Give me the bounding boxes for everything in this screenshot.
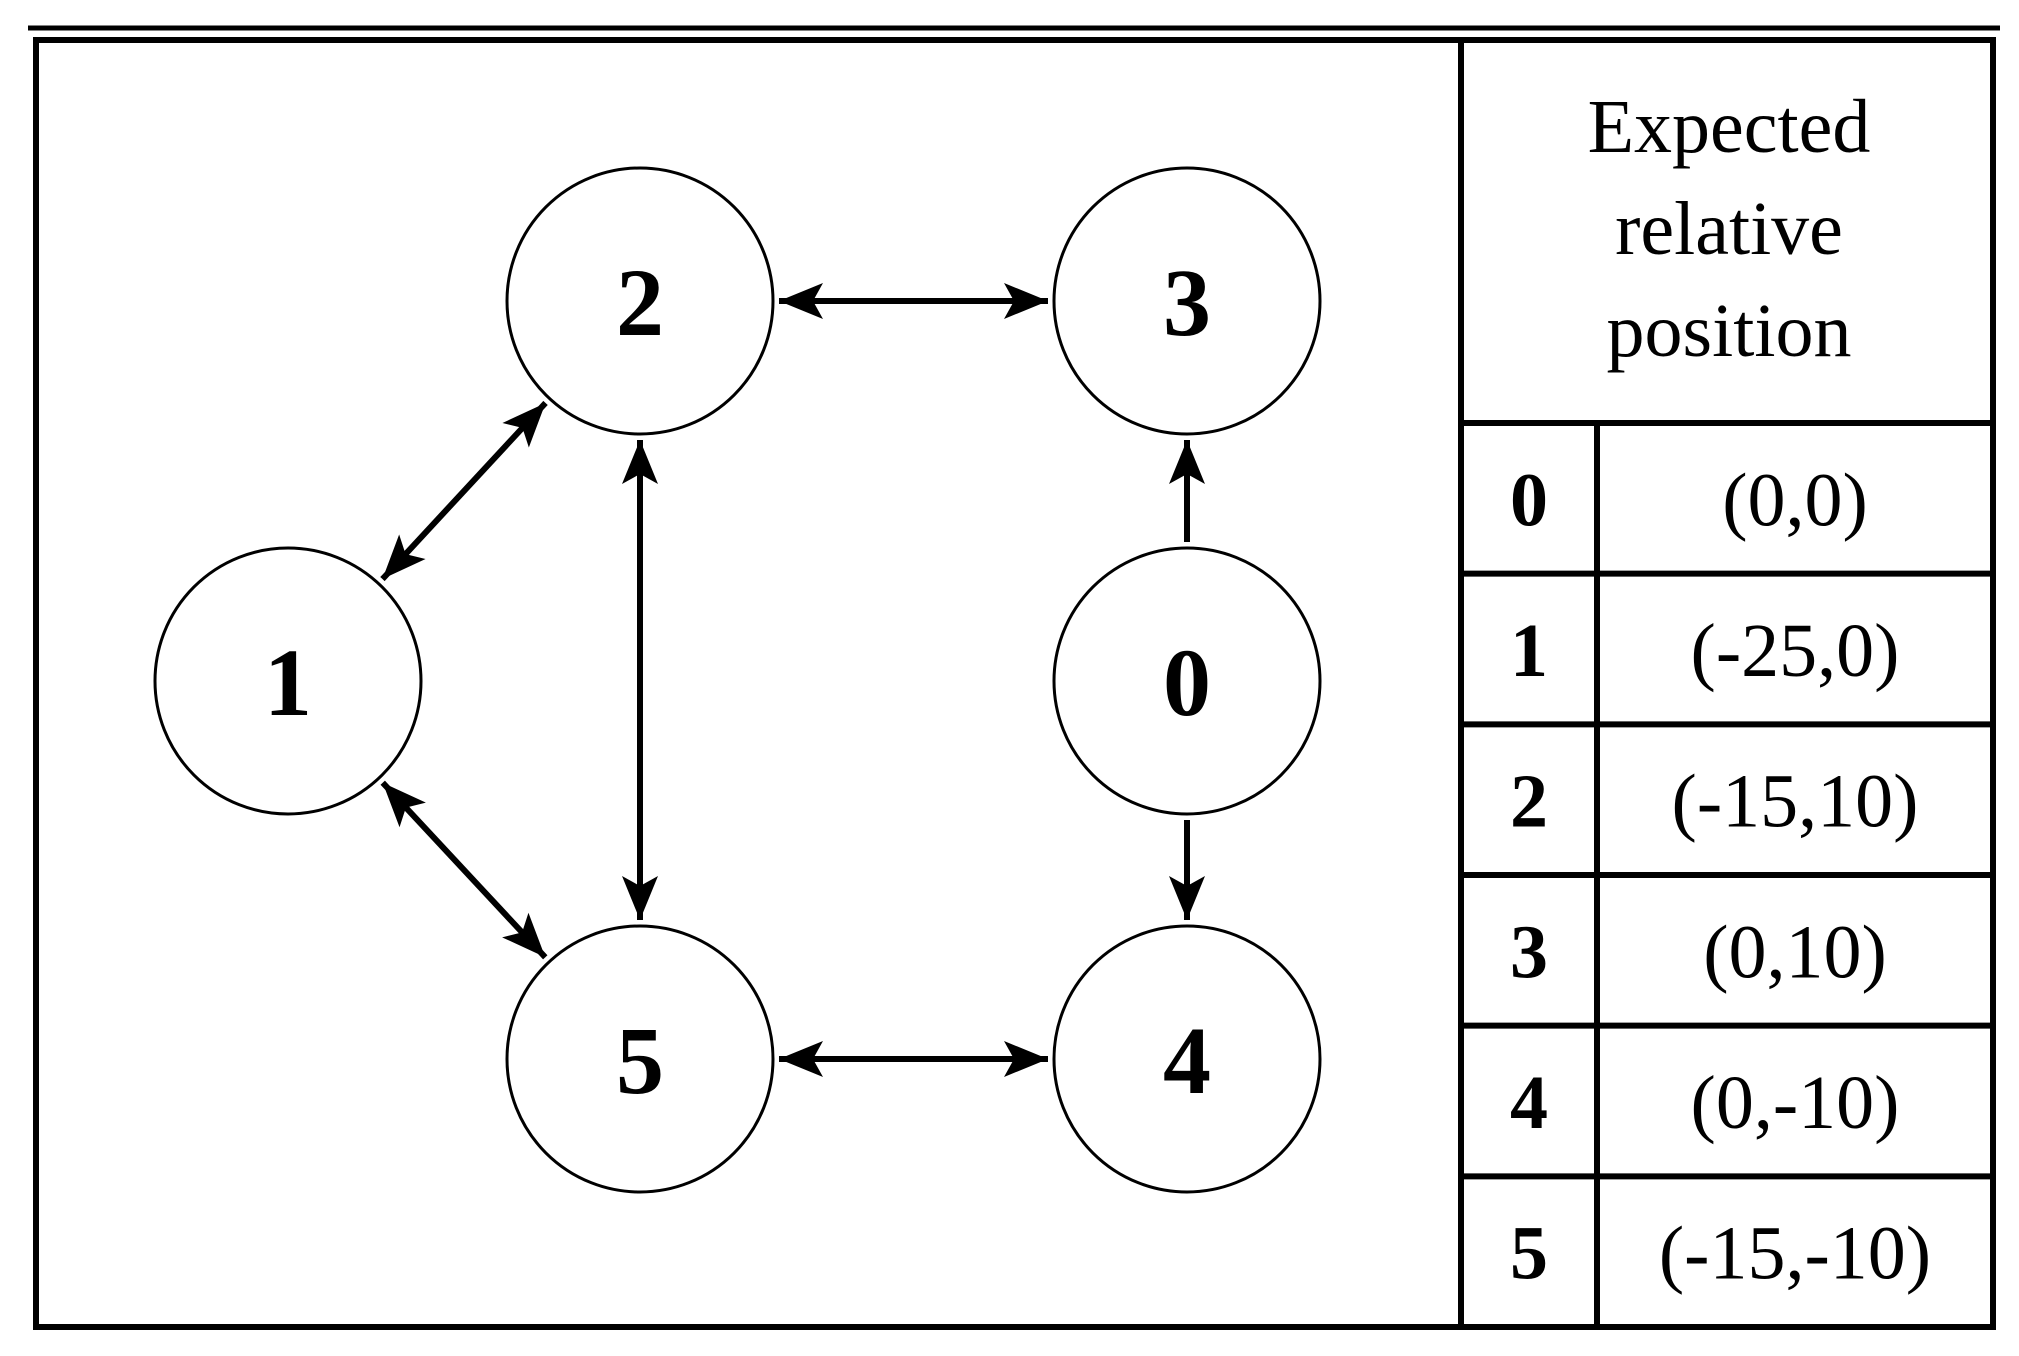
table-row-0-position: (0,0) xyxy=(1722,458,1868,542)
table-row-3-position: (0,10) xyxy=(1703,910,1887,994)
nodes-group: 0 1 2 3 4 5 xyxy=(153,166,1322,1194)
node-3: 3 xyxy=(1052,166,1322,436)
table-row-5-id: 5 xyxy=(1510,1212,1548,1296)
table-header-line-3: position xyxy=(1607,289,1852,373)
table-header-line-1: Expected xyxy=(1588,85,1871,169)
node-4-circle xyxy=(1052,924,1322,1194)
node-5-label: 5 xyxy=(616,1007,664,1114)
node-4-label: 4 xyxy=(1163,1007,1211,1114)
node-3-circle xyxy=(1052,166,1322,436)
node-1-label: 1 xyxy=(264,629,312,736)
node-5: 5 xyxy=(505,924,775,1194)
node-1-circle xyxy=(153,546,423,816)
table-row-4-id: 4 xyxy=(1510,1061,1548,1145)
table-row-1-position: (-25,0) xyxy=(1691,609,1900,693)
node-4: 4 xyxy=(1052,924,1322,1194)
node-1: 1 xyxy=(153,546,423,816)
edge-1-2-arrow xyxy=(380,400,548,582)
table-row-3-id: 3 xyxy=(1510,910,1548,994)
node-0: 0 xyxy=(1052,546,1322,816)
edges-group xyxy=(380,283,1205,1077)
table-row-0-id: 0 xyxy=(1510,458,1548,542)
node-0-circle xyxy=(1052,546,1322,816)
table-row-2-id: 2 xyxy=(1510,760,1548,844)
table-row-1-id: 1 xyxy=(1510,609,1548,693)
node-3-label: 3 xyxy=(1163,249,1211,356)
table-row-2-position: (-15,10) xyxy=(1672,760,1919,844)
table-row-5-position: (-15,-10) xyxy=(1659,1212,1931,1296)
node-0-label: 0 xyxy=(1163,629,1211,736)
table-header-line-2: relative xyxy=(1615,187,1843,271)
node-2-circle xyxy=(505,166,775,436)
table-row-4-position: (0,-10) xyxy=(1691,1061,1900,1145)
node-2: 2 xyxy=(505,166,775,436)
node-2-label: 2 xyxy=(616,249,664,356)
edge-1-5-arrow xyxy=(380,780,548,960)
node-5-circle xyxy=(505,924,775,1194)
position-table: Expected relative position 0 (0,0) 1 (-25,0… xyxy=(1461,85,1993,1327)
outer-frame xyxy=(33,37,1996,1330)
